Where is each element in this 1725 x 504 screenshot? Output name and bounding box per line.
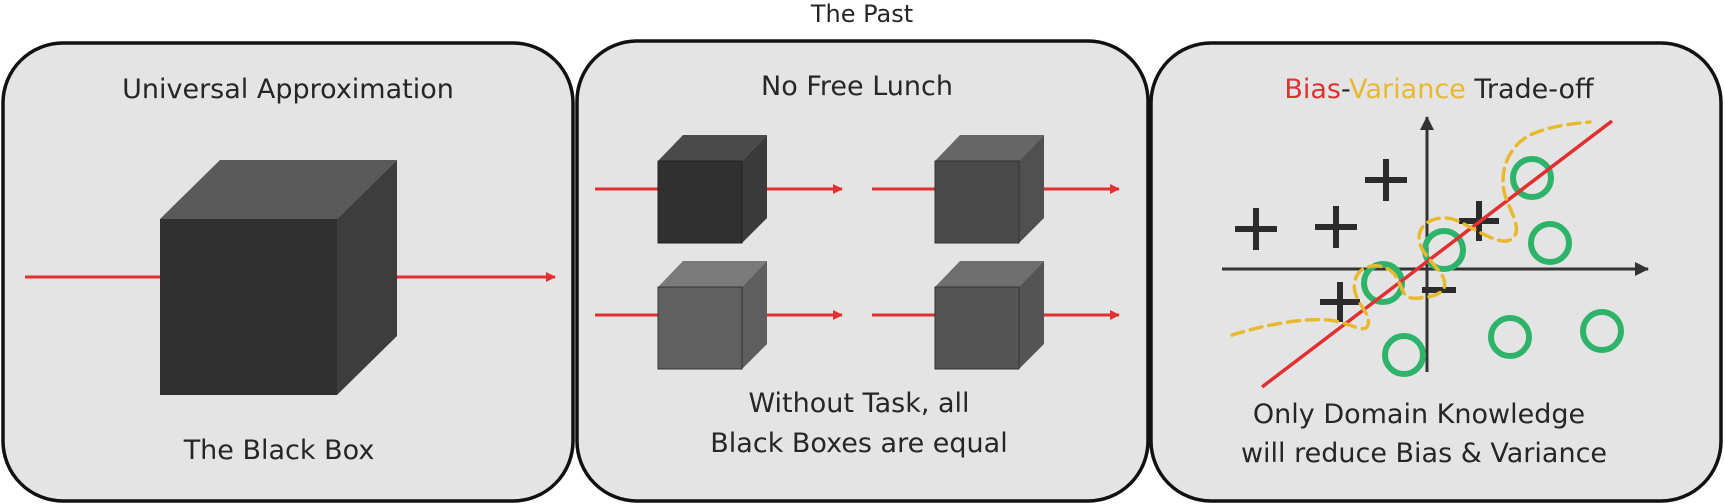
circle-icon — [1361, 261, 1405, 305]
plus-icon — [1365, 159, 1407, 201]
diagram-title: The Past — [810, 0, 913, 28]
panel-caption-line-2: will reduce Bias & Variance — [1241, 438, 1607, 469]
black-box-cube-icon — [934, 135, 1044, 244]
title-rest: Trade-off — [1466, 74, 1595, 105]
panel-caption-line-1: Only Domain Knowledge — [1253, 399, 1585, 430]
plus-icon — [1320, 282, 1360, 322]
black-box-cube-icon — [657, 135, 767, 244]
circle-icon — [1382, 333, 1426, 377]
bias-fit-line — [1260, 119, 1614, 389]
variance-overfit-curve — [1230, 120, 1592, 337]
black-box-cube-icon — [657, 261, 767, 370]
panel-caption: The Black Box — [183, 435, 375, 466]
panel-universal-approximation: Universal Approximation The Black Box — [1, 41, 575, 503]
panel-background — [1149, 41, 1723, 503]
plus-markers — [1235, 159, 1499, 322]
panel-title: Bias-Variance Trade-off — [1284, 74, 1595, 105]
black-box-cube-icon — [160, 160, 397, 395]
circle-icon — [1528, 221, 1572, 265]
title-variance: Variance — [1349, 74, 1466, 105]
circle-icon — [1488, 315, 1532, 359]
panel-caption-line-2: Black Boxes are equal — [710, 428, 1007, 459]
panel-title: No Free Lunch — [761, 71, 953, 102]
circle-icon — [1510, 156, 1554, 200]
circle-icon — [1580, 309, 1624, 353]
circle-markers — [1361, 156, 1624, 377]
panel-bias-variance: Bias-Variance Trade-off Only Domai — [1149, 41, 1723, 503]
panel-title: Universal Approximation — [122, 74, 454, 105]
plus-icon — [1235, 208, 1277, 250]
panel-caption-line-1: Without Task, all — [748, 388, 969, 419]
title-bias: Bias — [1284, 74, 1341, 105]
title-dash: - — [1341, 74, 1350, 105]
circle-icon — [1422, 228, 1466, 272]
black-box-cube-icon — [934, 261, 1044, 370]
panel-no-free-lunch: No Free Lunch — [575, 39, 1150, 503]
plus-icon — [1315, 206, 1357, 248]
